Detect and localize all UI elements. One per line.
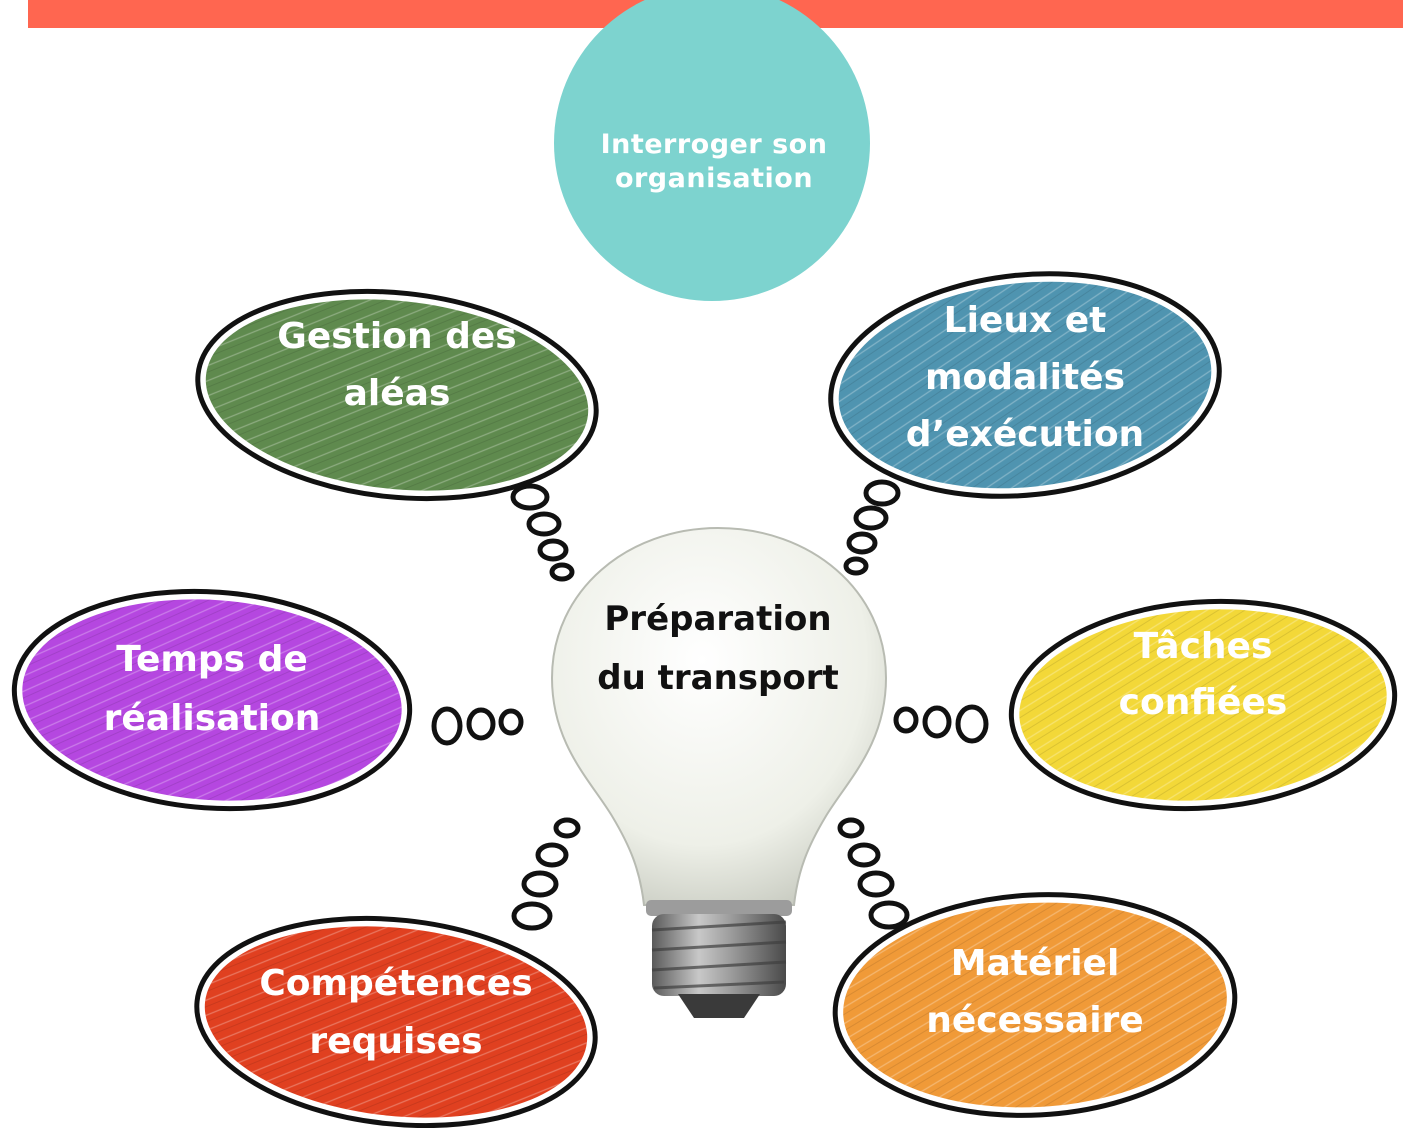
center-title-line2: du transport bbox=[597, 658, 839, 698]
bubble-scribble-texture bbox=[205, 299, 589, 491]
bubble-lieux-line1: Lieux et bbox=[944, 300, 1107, 341]
bubble-gestion: Gestion des aléas bbox=[195, 288, 599, 502]
bubble-lieux-line2: modalités bbox=[925, 357, 1125, 398]
bubble-outline bbox=[1008, 598, 1398, 812]
connector-dot bbox=[843, 556, 869, 576]
bubble-materiel-line2: nécessaire bbox=[926, 1000, 1143, 1041]
bubble-temps-line1: Temps de bbox=[116, 639, 308, 680]
connector-dot bbox=[526, 511, 562, 537]
title-circle: Interroger son organisation bbox=[554, 0, 870, 301]
connector-dot bbox=[549, 562, 575, 582]
bubble-lieux-line3: d’exécution bbox=[906, 414, 1144, 455]
bubble-gestion-line1: Gestion des bbox=[277, 316, 516, 357]
connector-dot bbox=[498, 708, 524, 736]
bubble-taches-line2: confiées bbox=[1119, 682, 1288, 723]
connector-dot bbox=[922, 705, 952, 739]
bubble-gestion-line2: aléas bbox=[344, 373, 451, 414]
connector-dot bbox=[511, 901, 553, 931]
connector-dot bbox=[847, 842, 881, 868]
connector-dot bbox=[863, 479, 901, 507]
bubble-competences-line1: Compétences bbox=[259, 963, 532, 1004]
connector-dot bbox=[853, 505, 889, 531]
connector-dot bbox=[521, 870, 559, 898]
bubble-competences-line2: requises bbox=[309, 1021, 482, 1062]
bubble-competences: Compétences requises bbox=[194, 915, 598, 1128]
bulb-glass bbox=[550, 526, 888, 906]
bulb-thread bbox=[651, 920, 787, 990]
connector-dot bbox=[466, 707, 496, 741]
bulb-collar bbox=[646, 900, 792, 916]
bubble-temps-line2: réalisation bbox=[104, 698, 321, 739]
title-circle-line2: organisation bbox=[615, 163, 813, 194]
bulb-base bbox=[652, 914, 786, 996]
connector-dot bbox=[431, 706, 463, 746]
bubble-temps: Temps de réalisation bbox=[11, 588, 413, 812]
bulb-tip bbox=[678, 994, 760, 1018]
bubble-outline bbox=[194, 915, 598, 1128]
connector-dot bbox=[955, 704, 989, 744]
bubble-taches: Tâches confiées bbox=[1008, 598, 1398, 812]
connector-dot bbox=[510, 483, 550, 511]
bubble-scribble-texture bbox=[204, 926, 588, 1118]
bubble-scribble-texture bbox=[843, 902, 1227, 1108]
bubble-scribble-texture bbox=[22, 599, 402, 801]
bubble-outline bbox=[11, 588, 413, 812]
title-circle-line1: Interroger son bbox=[601, 129, 828, 160]
connector-dot bbox=[535, 842, 569, 868]
lightbulb-icon: Préparation du transport bbox=[550, 526, 888, 1018]
thought-bubbles: Gestion des aléas Lieux et modalités d’exécu… bbox=[11, 271, 1398, 1128]
bubble-taches-line1: Tâches bbox=[1134, 626, 1273, 667]
bubble-materiel: Matériel nécessaire bbox=[832, 892, 1238, 1118]
thought-connector-circles bbox=[431, 479, 989, 931]
bubble-outline bbox=[832, 892, 1238, 1118]
bubble-outline bbox=[828, 271, 1222, 499]
bubble-scribble-texture bbox=[838, 281, 1212, 489]
title-circle-shape bbox=[554, 0, 870, 301]
bubble-scribble-texture bbox=[1019, 609, 1387, 801]
connector-dot bbox=[846, 531, 878, 555]
connector-dot bbox=[837, 817, 865, 839]
bubble-outline bbox=[195, 288, 599, 502]
connector-dot bbox=[857, 870, 895, 898]
bubble-lieux: Lieux et modalités d’exécution bbox=[828, 271, 1222, 499]
center-title-line1: Préparation bbox=[604, 599, 831, 639]
connector-dot bbox=[868, 900, 910, 930]
connector-dot bbox=[553, 817, 581, 839]
connector-dot bbox=[893, 706, 919, 734]
bubble-materiel-line1: Matériel bbox=[951, 943, 1120, 984]
connector-dot bbox=[537, 538, 569, 562]
